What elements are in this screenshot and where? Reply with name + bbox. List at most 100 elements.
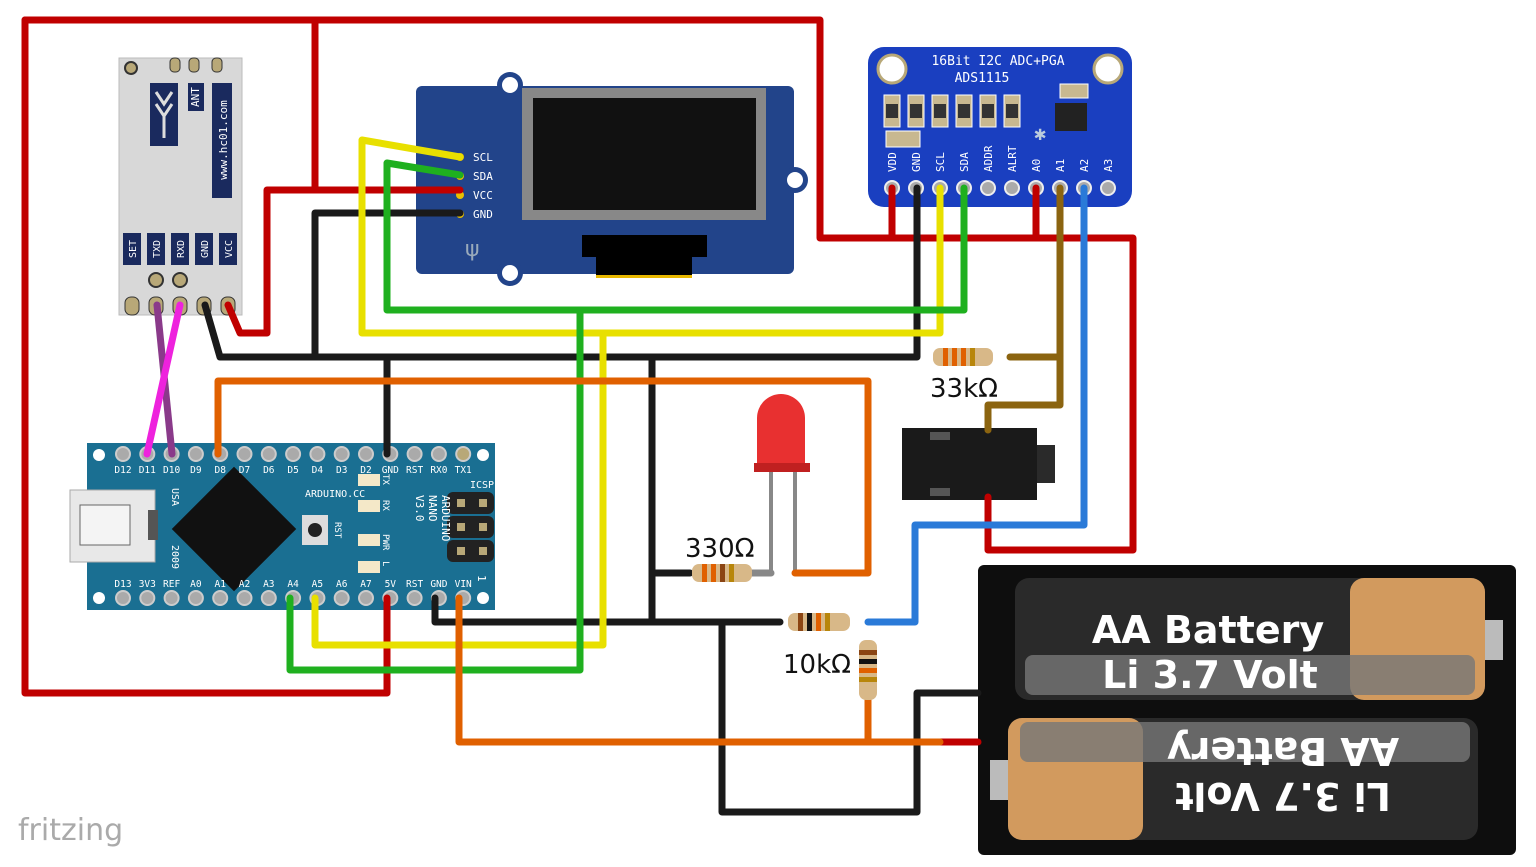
nano-bottom-pin-label: A0 [190, 579, 202, 590]
nano-top-pin-label: D9 [190, 465, 202, 476]
nano-top-pin[interactable] [358, 446, 374, 462]
nano-top-pin-label: D2 [360, 465, 371, 476]
nano-top-pin[interactable] [455, 446, 472, 462]
ads-pin[interactable] [1004, 180, 1020, 196]
nano-bottom-pin[interactable] [333, 590, 350, 606]
green-wire[interactable] [383, 159, 968, 314]
nano-bottom-pin[interactable] [260, 590, 277, 606]
nano-top-pin-label: D11 [139, 465, 156, 476]
nano-top-pin-label: D5 [287, 465, 298, 476]
nano-top-pin[interactable] [236, 446, 253, 462]
nano-top-pin-label: RST [406, 465, 423, 476]
magenta-wire[interactable] [143, 301, 184, 458]
red-wire[interactable] [21, 16, 1137, 554]
adafruit-star-icon: ✱ [1034, 121, 1046, 145]
brown-wire[interactable] [984, 353, 1064, 434]
nano-bottom-pin[interactable] [212, 590, 229, 606]
nano-led-label: TX [380, 474, 390, 485]
ads-pin-label: ADDR [982, 145, 995, 172]
ads-pin-label: A1 [1054, 159, 1067, 172]
nano-bottom-pin-label: A5 [312, 579, 323, 590]
orange-wire[interactable] [455, 594, 944, 746]
nano-bottom-pin[interactable] [406, 590, 423, 606]
resistor-10k-vertical [859, 640, 877, 700]
black-wire[interactable] [311, 209, 464, 361]
nano-bottom-pin-label: A6 [336, 579, 348, 590]
orange-wire[interactable] [214, 377, 872, 577]
nano-bottom-pin[interactable] [115, 590, 131, 606]
nano-model-text: NANO [426, 495, 439, 522]
audio-jack [902, 428, 1055, 500]
nano-model-text: V3.0 [413, 495, 426, 522]
oled-pin-label: SCL [473, 151, 493, 164]
ads-model: ADS1115 [955, 71, 1010, 86]
nano-top-pin[interactable] [115, 446, 131, 462]
battery-label-4: AA Battery [1167, 729, 1399, 773]
nano-top-pin-label: D4 [312, 465, 324, 476]
nano-top-pin[interactable] [430, 446, 447, 462]
battery-label-3: Li 3.7 Volt [1175, 774, 1391, 818]
oled-screen [533, 98, 756, 210]
black-wire[interactable] [201, 184, 921, 361]
nano-top-pin[interactable] [285, 446, 302, 462]
fritzing-logo: fritzing [18, 813, 123, 848]
ads-pin-label: A2 [1078, 159, 1091, 172]
nano-bottom-pin[interactable] [236, 590, 253, 606]
yellow-wire[interactable] [358, 136, 944, 337]
green-wire[interactable] [286, 306, 584, 674]
nano-top-pin-label: D12 [114, 465, 131, 476]
ads-pin-label: GND [910, 152, 923, 172]
nano-bottom-pin-label: 3V3 [139, 579, 156, 590]
nano-bottom-pin-label: A3 [263, 579, 274, 590]
nano-led-label: L [380, 561, 390, 566]
resistor-10k [788, 613, 850, 631]
nano-bottom-pin-label: A7 [360, 579, 371, 590]
nano-bottom-pin[interactable] [187, 590, 204, 606]
nano-top-pin-label: D7 [239, 465, 250, 476]
nano-bottom-pin-label: A4 [287, 579, 299, 590]
ads-pin[interactable] [980, 180, 996, 196]
nano-top-pin[interactable] [260, 446, 277, 462]
hc12-ant-label: ANT [189, 87, 202, 107]
icsp-label: ICSP [470, 480, 494, 491]
black-wire[interactable] [431, 594, 784, 626]
red-wire[interactable] [224, 16, 319, 337]
oled-pin-label: VCC [473, 189, 493, 202]
ads-pin-label: SCL [934, 152, 947, 172]
hc12-pin-label: TXD [152, 240, 163, 258]
ads-title: 16Bit I2C ADC+PGA [931, 54, 1064, 69]
battery-label-1: AA Battery [1092, 608, 1324, 652]
nano-bottom-pin-label: 5V [385, 579, 397, 590]
hc12-pin-label: VCC [224, 240, 235, 258]
rst-label: RST [332, 522, 342, 539]
nano-bottom-pin[interactable] [358, 590, 374, 606]
nano-top-pin[interactable] [309, 446, 326, 462]
nano-usa: USA [169, 488, 180, 506]
nano-top-pin[interactable] [333, 446, 350, 462]
nano-model-text: ARDUINO [439, 495, 452, 541]
nano-bottom-pin[interactable] [139, 590, 156, 606]
nano-led-label: RX [380, 500, 390, 511]
blue-wire[interactable] [864, 184, 1088, 626]
hc12-pin[interactable] [124, 296, 140, 316]
nano-top-pin[interactable] [406, 446, 423, 462]
nano-led-label: PWR [380, 534, 390, 551]
ads-pin[interactable] [1100, 180, 1116, 196]
reset-button[interactable] [308, 523, 322, 537]
resistor-33k [933, 348, 993, 366]
nano-bottom-pin[interactable] [163, 590, 180, 606]
oled-pin-label: SDA [473, 170, 493, 183]
hc12-url: www.hc01.com [217, 100, 230, 180]
nano-top-pin-label: D10 [163, 465, 180, 476]
nano-top-pin[interactable] [187, 446, 204, 462]
ads-pin-label: ALRT [1006, 145, 1019, 172]
resistor-33k-label: 33kΩ [930, 374, 998, 404]
arduino-nano: RST ARDUINO.CC USA 2009 ICSP 1 TXRXPWRL … [69, 443, 495, 610]
oled-logo-icon: ψ [465, 237, 480, 262]
black-wire[interactable] [718, 618, 982, 816]
nano-bottom-pin-label: VIN [455, 579, 472, 590]
